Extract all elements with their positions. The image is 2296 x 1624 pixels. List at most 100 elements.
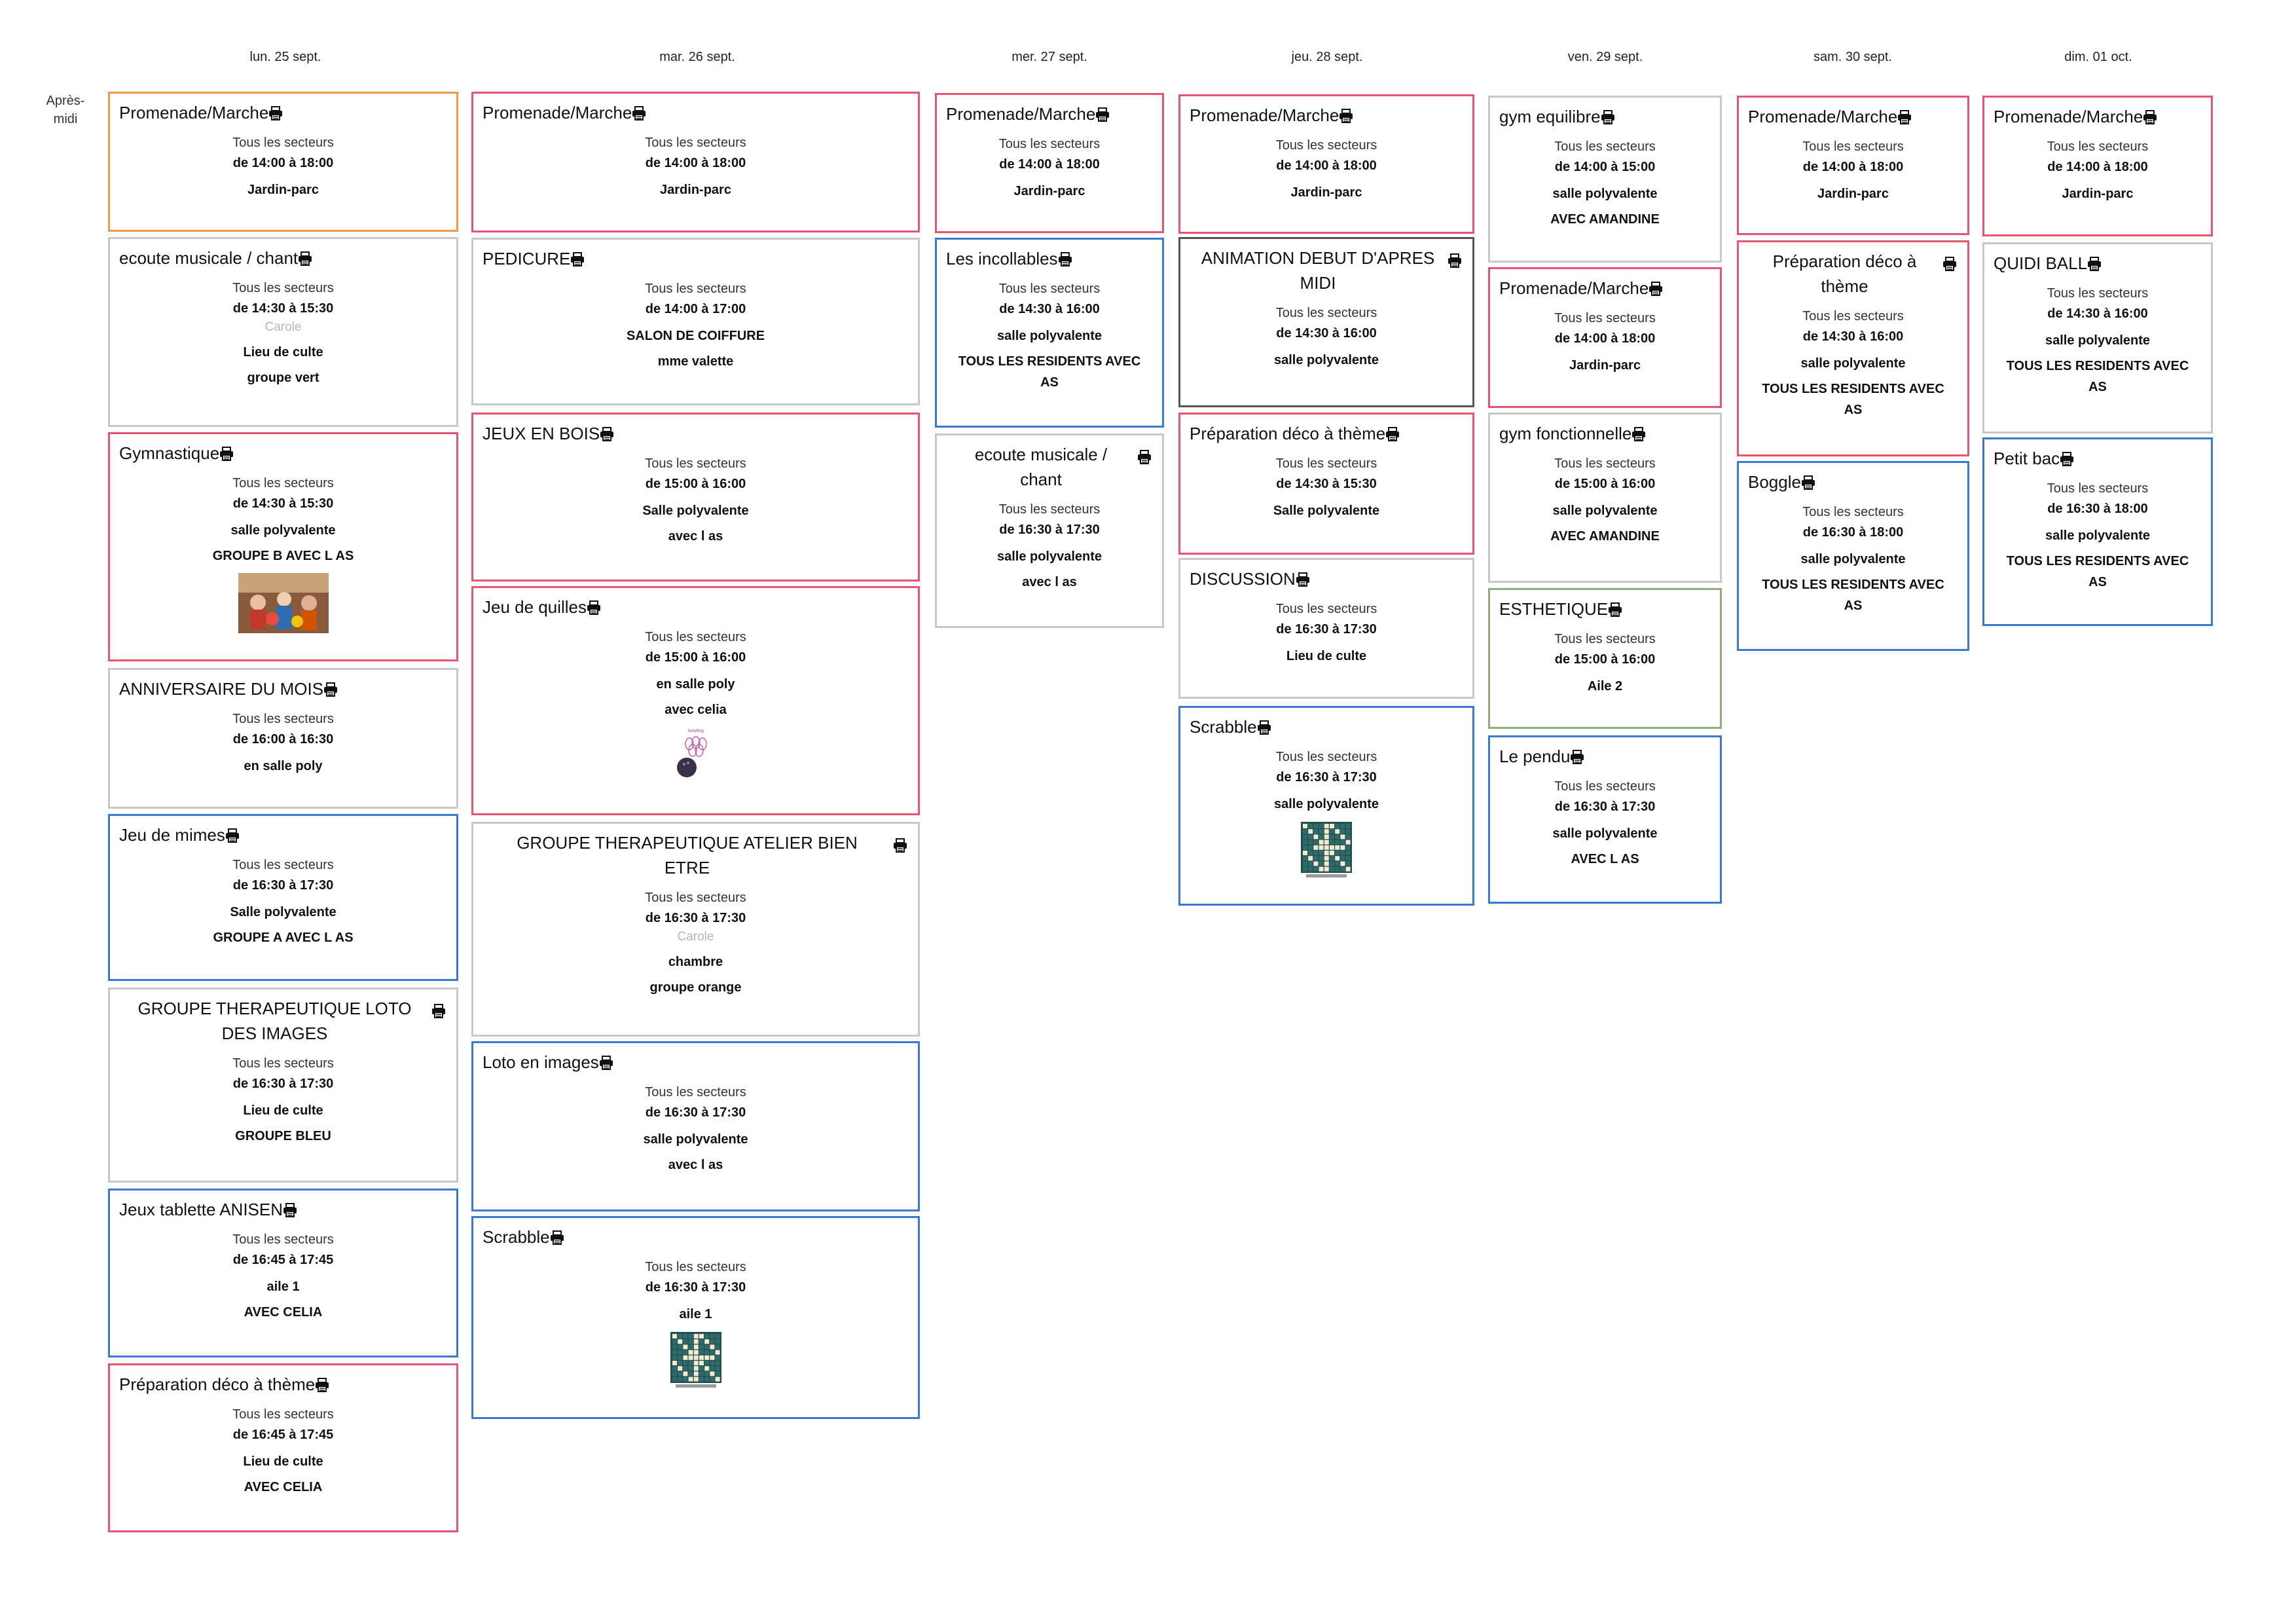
time-range: de 16:30 à 17:30	[999, 523, 1100, 537]
printer-icon[interactable]	[1095, 103, 1110, 122]
printer-icon[interactable]	[323, 678, 338, 697]
location-text: salle polyvalente	[1273, 353, 1379, 367]
time-range: de 15:00 à 16:00	[1554, 477, 1656, 491]
sector-text: Tous les secteurs	[2047, 139, 2149, 154]
printer-icon[interactable]	[1570, 746, 1584, 764]
location-text: salle polyvalente	[2045, 333, 2151, 348]
printer-icon[interactable]	[1339, 105, 1353, 123]
printer-icon[interactable]	[283, 1199, 297, 1217]
printer-icon[interactable]	[1448, 249, 1462, 268]
activity-title: Jeux tablette ANISEN	[110, 1190, 456, 1222]
activity-title-text: Scrabble	[483, 1227, 550, 1247]
printer-icon[interactable]	[1601, 106, 1615, 124]
printer-icon[interactable]	[1608, 599, 1622, 617]
time-range: de 15:00 à 16:00	[645, 650, 746, 665]
location-text: en salle poly	[244, 759, 323, 773]
printer-icon[interactable]	[298, 248, 312, 266]
time-range: de 16:30 à 17:30	[1554, 800, 1656, 814]
group-text: mme valette	[657, 354, 734, 369]
printer-icon[interactable]	[600, 423, 614, 441]
printer-icon[interactable]	[632, 102, 646, 120]
printer-icon[interactable]	[2087, 253, 2102, 271]
location-text: Jardin-parc	[1817, 187, 1889, 201]
printer-icon[interactable]	[1649, 278, 1663, 296]
group-text: AVEC AMANDINE	[1550, 212, 1660, 227]
sector-text: Tous les secteurs	[1275, 306, 1377, 320]
time-range: de 14:00 à 18:00	[232, 156, 334, 170]
printer-icon[interactable]	[570, 248, 585, 267]
printer-icon[interactable]	[225, 824, 240, 843]
printer-icon[interactable]	[1942, 253, 1957, 271]
activity-title: Petit bac	[1984, 439, 2211, 471]
animator-name: Carole	[677, 930, 714, 944]
sector-text: Tous les secteurs	[1554, 456, 1656, 471]
printer-icon[interactable]	[1385, 423, 1400, 441]
printer-icon[interactable]	[1296, 568, 1310, 587]
printer-icon[interactable]	[550, 1227, 564, 1245]
group-text: AVEC L AS	[1571, 852, 1639, 866]
activity-title-text: Boggle	[1748, 472, 1801, 492]
activity-title-text: Promenade/Marche	[1748, 107, 1898, 126]
activity-title: Les incollables	[937, 240, 1162, 271]
printer-icon[interactable]	[2143, 106, 2157, 124]
printer-icon[interactable]	[1897, 106, 1912, 124]
group-text: AVEC CELIA	[244, 1305, 323, 1320]
printer-icon[interactable]	[2060, 448, 2074, 466]
printer-icon[interactable]	[268, 102, 283, 120]
time-range: de 16:45 à 17:45	[232, 1253, 334, 1267]
printer-icon[interactable]	[219, 443, 234, 461]
printer-icon[interactable]	[315, 1374, 329, 1392]
printer-icon[interactable]	[431, 1000, 446, 1018]
printer-icon[interactable]	[893, 834, 907, 853]
activity-title: Jeu de quilles	[473, 588, 918, 619]
activity-title-text: gym fonctionnelle	[1499, 424, 1632, 443]
printer-icon[interactable]	[599, 1052, 613, 1070]
printer-icon[interactable]	[587, 597, 601, 615]
time-range: de 16:30 à 17:30	[645, 1280, 746, 1295]
day-header: ven. 29 sept.	[1567, 50, 1643, 64]
printer-icon[interactable]	[1257, 716, 1271, 735]
printer-icon[interactable]	[1801, 471, 1815, 490]
sector-text: Tous les secteurs	[1275, 456, 1377, 471]
location-text: SALON DE COIFFURE	[626, 329, 765, 343]
printer-icon[interactable]	[1058, 248, 1072, 267]
activity-title-text: Promenade/Marche	[946, 104, 1096, 124]
location-text: salle polyvalente	[996, 329, 1102, 343]
printer-icon[interactable]	[1631, 423, 1646, 441]
printer-icon[interactable]	[1137, 446, 1152, 464]
